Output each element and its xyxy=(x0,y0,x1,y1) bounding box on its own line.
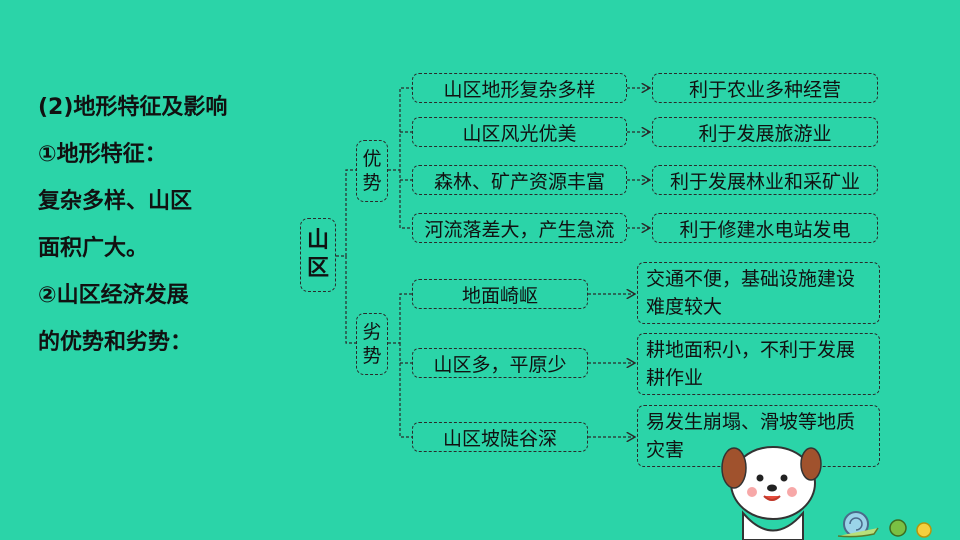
root-branch-advantage xyxy=(336,169,356,257)
adv-effect-4: 利于修建水电站发电 xyxy=(652,213,878,243)
text-line-2: 复杂多样、山区 xyxy=(38,189,193,214)
dis-cause-3: 山区坡陡谷深 xyxy=(412,422,588,452)
dis-effect-1: 交通不便，基础设施建设难度较大 xyxy=(637,262,880,324)
advantage-label: 优 势 xyxy=(356,140,388,202)
section-heading: (2)地形特征及影响 xyxy=(38,95,228,120)
dis-effect-2: 耕地面积小，不利于发展耕作业 xyxy=(637,333,880,395)
text-line-4: ②山区经济发展 xyxy=(38,283,189,308)
adv-bracket-4 xyxy=(399,180,412,229)
root-branch-disadvantage xyxy=(345,256,356,344)
adv-bracket-3 xyxy=(399,170,412,181)
root-char-2: 区 xyxy=(306,256,329,281)
root-node: 山 区 xyxy=(300,218,336,292)
dis-bracket-1 xyxy=(388,293,412,344)
root-char-1: 山 xyxy=(306,228,329,253)
dis-cause-2: 山区多，平原少 xyxy=(412,348,588,378)
adv-effect-3: 利于发展林业和采矿业 xyxy=(652,165,878,195)
text-line-3: 面积广大。 xyxy=(38,236,149,261)
disadvantage-char-1: 劣 xyxy=(362,321,382,343)
advantage-char-1: 优 xyxy=(362,148,382,170)
adv-effect-1: 利于农业多种经营 xyxy=(652,73,878,103)
disadvantage-label: 劣 势 xyxy=(356,313,388,375)
adv-cause-4: 河流落差大，产生急流 xyxy=(412,213,627,243)
cartoon-dog-snail-decoration xyxy=(721,446,932,540)
adv-cause-2: 山区风光优美 xyxy=(412,117,627,147)
dis-bracket-2 xyxy=(399,343,412,364)
advantage-char-2: 势 xyxy=(362,172,382,194)
dis-cause-1: 地面崎岖 xyxy=(412,279,588,309)
text-line-5: 的优势和劣势： xyxy=(38,330,193,355)
adv-cause-3: 森林、矿产资源丰富 xyxy=(412,165,627,195)
adv-bracket-1 xyxy=(388,87,412,171)
disadvantage-char-2: 势 xyxy=(362,345,382,367)
adv-cause-1: 山区地形复杂多样 xyxy=(412,73,627,103)
text-line-1: ①地形特征： xyxy=(38,142,167,167)
adv-effect-2: 利于发展旅游业 xyxy=(652,117,878,147)
dis-bracket-3 xyxy=(399,363,412,438)
left-text-block: (2)地形特征及影响 ①地形特征： 复杂多样、山区 面积广大。 ②山区经济发展 … xyxy=(38,84,268,366)
